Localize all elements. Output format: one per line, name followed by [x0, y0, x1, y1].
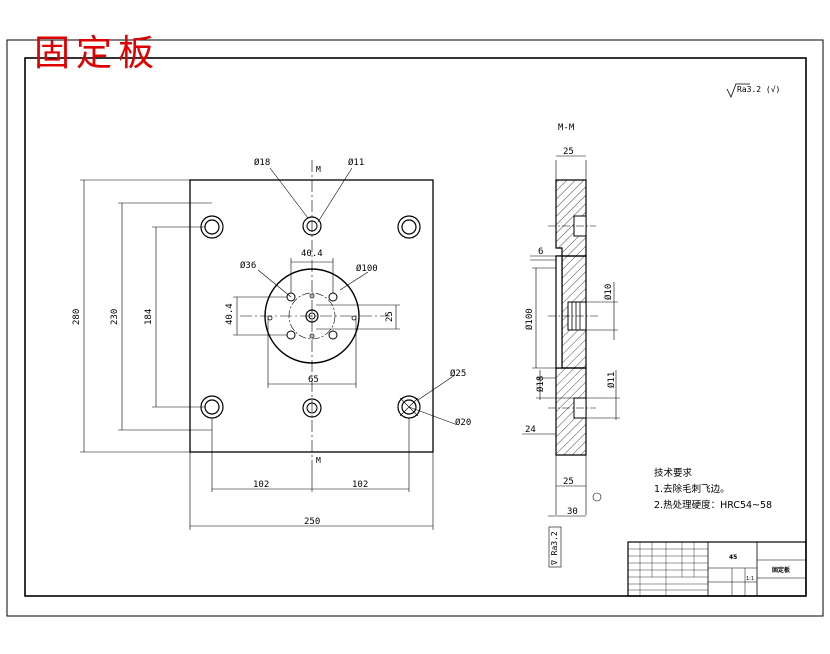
small-hole-left — [267, 315, 273, 321]
label-sec-d18: Ø18 — [535, 376, 546, 392]
dim-lines-horizontal — [189, 258, 434, 530]
label-d18: Ø18 — [254, 157, 270, 168]
screw-hole-4 — [328, 330, 338, 340]
title-block-part-name: 固定板 — [772, 566, 791, 574]
section-view — [522, 155, 620, 517]
sheet-border — [6, 39, 824, 617]
title-block-scale: 1:1 — [746, 576, 754, 582]
small-hole-bottom — [309, 333, 315, 339]
label-sec-25-bottom: 25 — [563, 477, 574, 487]
title-block-material: 45 — [729, 554, 737, 561]
label-sec-d11: Ø11 — [606, 372, 617, 388]
label-250: 250 — [304, 517, 320, 527]
label-d11: Ø11 — [348, 157, 364, 168]
label-sec-6: 6 — [538, 247, 543, 257]
front-view-labels: Ø18 Ø11 40.4 Ø36 Ø100 65 Ø25 Ø20 102 102… — [72, 157, 471, 527]
section-view-labels: M-M 25 6 Ø100 Ø10 Ø18 Ø11 24 25 30 ∇ Ra3… — [524, 123, 617, 568]
roughness-box — [548, 526, 562, 568]
small-hole-right — [351, 315, 357, 321]
screw-hole-2 — [328, 292, 338, 302]
drawing-frame — [24, 57, 807, 597]
small-hole-top — [309, 293, 315, 299]
bolt-circle — [288, 292, 336, 340]
corner-hole-tr — [397, 215, 421, 239]
label-sec-d10: Ø10 — [603, 284, 614, 300]
screw-hole-3 — [286, 330, 296, 340]
label-102-left: 102 — [253, 480, 269, 490]
front-view — [80, 160, 456, 530]
top-center-hole — [302, 216, 322, 236]
dim-lines-vertical — [80, 179, 400, 453]
label-sec-d100: Ø100 — [524, 308, 535, 330]
leader-lines — [257, 167, 456, 425]
cut-mark-top: M — [316, 165, 321, 174]
tech-req-item-1: 1.去除毛刺飞边。 — [654, 483, 730, 495]
label-184: 184 — [144, 309, 154, 325]
technical-requirements: 技术要求 1.去除毛刺飞边。 2.热处理硬度：HRC54~58 — [654, 467, 772, 511]
drawing-title: 固定板 — [34, 33, 161, 74]
bottom-center-hole — [302, 398, 322, 418]
center-hole — [305, 309, 319, 323]
label-sec-24: 24 — [525, 425, 536, 435]
title-block: 45 固定板 1:1 — [627, 541, 807, 597]
label-40-4-left: 40.4 — [225, 303, 235, 325]
label-40-4-top: 40.4 — [301, 249, 323, 259]
label-102-right: 102 — [352, 480, 368, 490]
surface-finish-text: Ra3.2 (√) — [737, 85, 780, 94]
cut-mark-bottom: M — [316, 456, 321, 465]
tech-req-heading: 技术要求 — [654, 467, 693, 479]
label-sec-30: 30 — [567, 507, 578, 517]
label-d25: Ø25 — [450, 368, 466, 379]
label-d100: Ø100 — [356, 263, 378, 274]
label-230: 230 — [110, 309, 120, 325]
surface-finish-mark: Ra3.2 (√) — [726, 83, 780, 98]
label-sec-25-top: 25 — [563, 147, 574, 157]
datum-symbol — [592, 492, 602, 502]
label-25-right: 25 — [385, 311, 395, 322]
label-280: 280 — [72, 309, 82, 325]
plate-outline — [189, 179, 434, 453]
center-hole-inner — [308, 312, 316, 320]
label-d36: Ø36 — [240, 260, 256, 271]
label-65: 65 — [308, 375, 319, 385]
label-side-roughness: ∇ Ra3.2 — [550, 531, 559, 566]
section-label: M-M — [558, 123, 575, 133]
label-d20: Ø20 — [455, 417, 471, 428]
tech-req-item-2: 2.热处理硬度：HRC54~58 — [654, 499, 772, 511]
boss-circle — [264, 268, 360, 364]
